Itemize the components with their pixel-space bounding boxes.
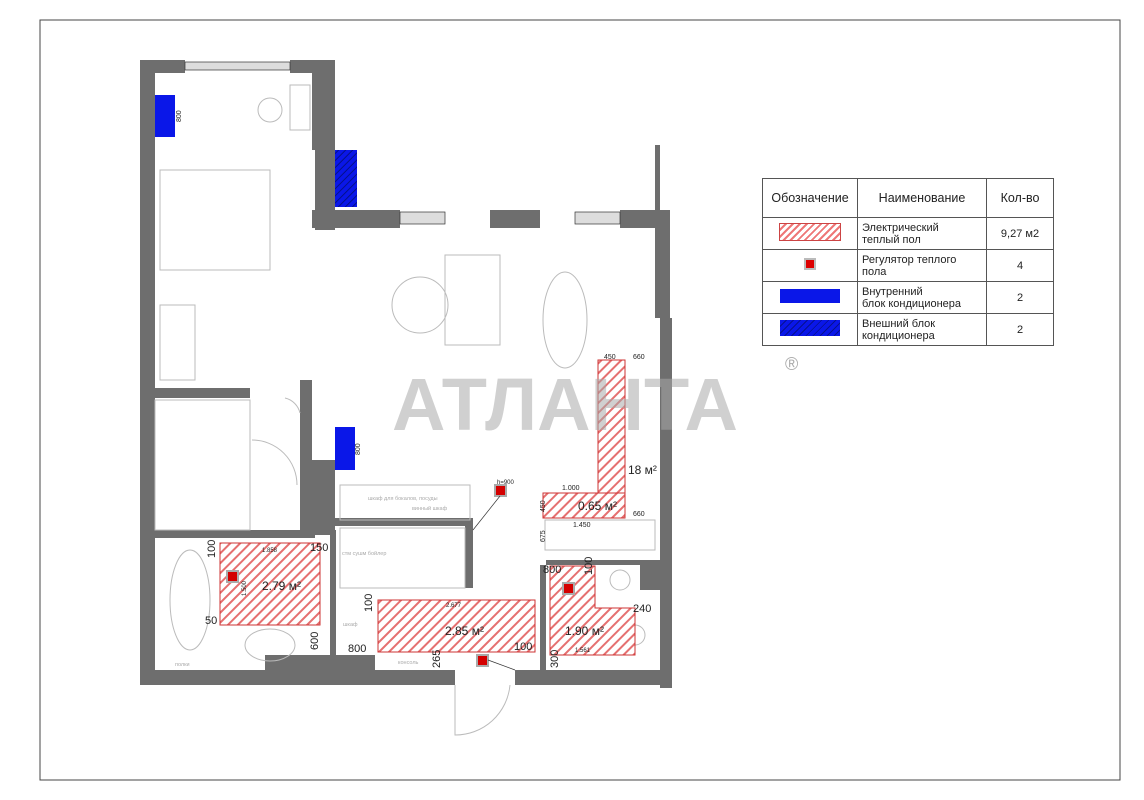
svg-text:2.677: 2.677 [446,603,462,609]
ac-outdoor-balcony [335,150,357,207]
heated-floor-areas [219,359,636,656]
legend-name: блок кондиционера [862,297,962,310]
svg-text:стм сушм бойлер: стм сушм бойлер [342,550,386,557]
svg-text:винный шкаф: винный шкаф [412,505,448,512]
svg-text:800: 800 [543,564,561,576]
svg-text:шкаф для бокалов, посуды: шкаф для бокалов, посуды [368,496,438,502]
svg-text:100: 100 [514,641,532,653]
svg-text:®: ® [785,354,798,374]
ac-indoor-living [335,427,355,470]
svg-text:150: 150 [310,542,328,554]
heated-floor-bathroom [219,542,321,626]
svg-text:1.90 м²: 1.90 м² [565,624,604,638]
legend-qty: 9,27 м2 [986,217,1054,250]
heated-floor-kitchen-long [597,359,626,494]
legend-name: Внутренний [862,285,923,298]
ac-indoor-swatch-icon [780,289,840,303]
legend-table: Обозначение Наименование Кол-во Электрич… [762,178,1054,346]
windows [184,61,621,225]
svg-text:1.000: 1.000 [562,485,580,492]
legend-name: Регулятор теплого пола [862,253,957,278]
svg-text:0.65 м²: 0.65 м² [578,499,617,513]
svg-text:265: 265 [431,650,443,668]
regulator-icon [494,484,507,497]
svg-text:100: 100 [206,540,218,558]
svg-text:1.450: 1.450 [573,522,591,529]
walls [140,60,672,688]
legend-header-symbol: Обозначение [762,178,858,218]
svg-text:240: 240 [633,603,651,615]
sheet-frame [39,19,1121,781]
ac-outdoor-swatch-icon [780,320,840,336]
svg-text:660: 660 [633,354,645,361]
area-labels: 2.79 м² 2.85 м² 0.65 м² 18 м² 1.90 м² [262,463,657,638]
svg-text:2.85 м²: 2.85 м² [445,624,484,638]
legend-qty: 2 [986,313,1054,346]
regulator-icon [562,582,575,595]
svg-text:600: 600 [309,632,321,650]
svg-text:консоль: консоль [398,660,419,666]
legend-name: Электрический [862,221,939,234]
regulator-icon [226,570,239,583]
svg-text:800: 800 [176,110,183,122]
watermark: АТЛАНТА ® [392,354,798,446]
svg-text:100: 100 [363,594,375,612]
regulator-icon [804,258,816,270]
legend-row: Регулятор теплого пола 4 [762,249,1054,282]
regulators [226,484,575,667]
svg-text:100: 100 [583,557,595,575]
heated-floor-kitchen-small [542,492,626,519]
svg-text:800: 800 [355,443,362,455]
legend-qty: 4 [986,249,1054,282]
svg-text:2.79 м²: 2.79 м² [262,579,301,593]
svg-text:АТЛАНТА: АТЛАНТА [392,363,738,446]
svg-text:шкаф: шкаф [343,622,358,628]
svg-text:675: 675 [540,530,547,542]
regulator-leaders [472,495,516,671]
legend-name: кондиционера [862,329,935,342]
ac-indoor-bedroom [155,95,175,137]
dimension-labels: 100 150 1.858 1.500 50 600 100 2.677 800… [176,110,651,668]
legend-header-name: Наименование [857,178,987,218]
svg-text:1.500: 1.500 [242,580,248,596]
svg-text:800: 800 [348,643,366,655]
furniture [154,84,656,736]
svg-text:1.858: 1.858 [262,548,278,554]
heated-floor-corridor [377,599,536,653]
svg-text:h=900: h=900 [497,480,515,486]
legend-qty: 2 [986,281,1054,314]
heated-floor-wc [549,565,636,656]
svg-text:18 м²: 18 м² [628,463,657,477]
heated-floor-swatch-icon [779,223,841,241]
furniture-labels: шкаф для бокалов, посуды винный шкаф стм… [175,496,448,668]
svg-text:50: 50 [205,615,217,627]
svg-text:полки: полки [175,662,190,668]
svg-text:660: 660 [633,511,645,518]
legend-header-qty: Кол-во [986,178,1054,218]
svg-text:450: 450 [540,500,547,512]
svg-text:1.561: 1.561 [575,648,591,654]
legend-name: Внешний блок [862,317,936,330]
legend-name: теплый пол [862,233,921,246]
regulator-icon [476,654,489,667]
svg-text:450: 450 [604,354,616,361]
svg-text:300: 300 [549,650,561,668]
ac-units [155,95,357,470]
